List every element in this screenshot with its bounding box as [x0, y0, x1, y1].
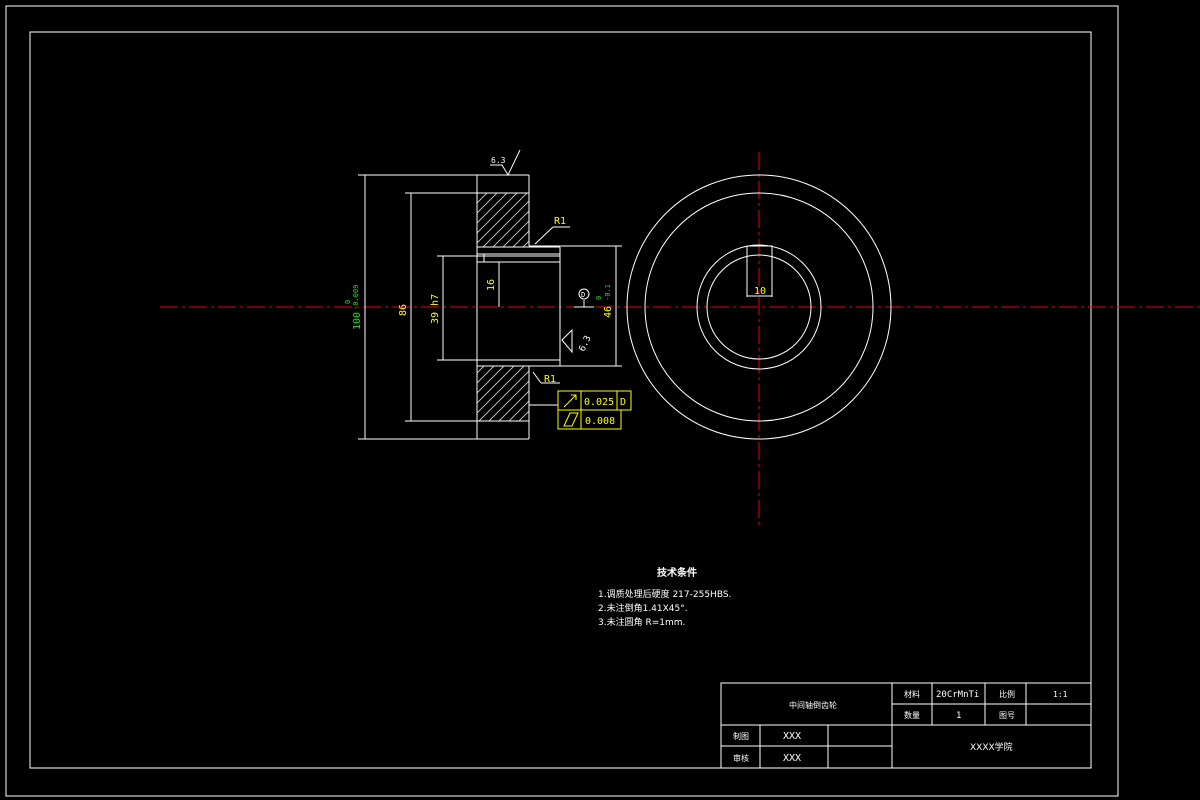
notes-line-2: 2.未注倒角1.41X45°. [598, 602, 688, 614]
outer-frame [5, 5, 1119, 797]
quantity-label: 数量 [904, 710, 920, 720]
dim-outer-tol-lower: -0.009 [352, 285, 360, 310]
roughness-symbol-top [490, 149, 521, 177]
title-block: 中间轴倒齿轮 材料 20CrMnTi 比例 1:1 数量 1 图号 制图 XXX… [720, 682, 1092, 769]
dim-step-tol-upper: 0 [595, 296, 603, 300]
section-hatch-bottom [477, 366, 529, 421]
scale-value: 1:1 [1053, 690, 1068, 699]
notes-title: 技术条件 [657, 566, 697, 579]
dim-hub-diameter: 86 [398, 304, 409, 316]
fillet-label-top: R1 [554, 216, 566, 227]
dim-outer-tol-upper: 0 [344, 300, 352, 304]
drawn-value: XXX [783, 731, 801, 742]
drawn-label: 制图 [733, 731, 749, 741]
tolerance-value-2: 0.008 [585, 416, 615, 427]
inner-frame [29, 31, 1092, 769]
school-name: XXXX学院 [970, 741, 1013, 753]
section-view: 100 0 -0.009 86 39 h7 16 46 0 -0.1 R1 R1… [344, 149, 632, 440]
roughness-value-top: 6.3 [491, 156, 506, 165]
dim-outer-diameter: 100 [352, 312, 363, 330]
scale-label: 比例 [999, 689, 1015, 699]
roughness-value-side: 6.3 [578, 334, 594, 353]
dim-step-tol-lower: -0.1 [604, 284, 612, 301]
tolerance-frame-2: 0.008 [557, 409, 622, 430]
technical-notes: 技术条件 1.调质处理后硬度 217-255HBS. 2.未注倒角1.41X45… [598, 566, 731, 628]
material-label: 材料 [904, 689, 920, 699]
notes-line-1: 1.调质处理后硬度 217-255HBS. [598, 588, 731, 600]
dim-step-diameter: 46 [603, 306, 614, 318]
fillet-label-bottom: R1 [544, 374, 556, 385]
front-view: 10 [626, 174, 892, 440]
checked-label: 审核 [733, 753, 749, 763]
dim-keyway-depth: 16 [486, 279, 497, 291]
material-value: 20CrMnTi [936, 690, 979, 700]
drawing-no-label: 图号 [999, 711, 1015, 720]
datum-label: D [581, 291, 585, 299]
roughness-symbol-side [561, 328, 573, 354]
tolerance-frame-1: 0.025 D [557, 390, 632, 411]
quantity-value: 1 [956, 711, 961, 721]
tolerance-datum-1: D [620, 397, 626, 408]
section-hatch-top [477, 193, 529, 247]
dim-key-width: 10 [754, 286, 766, 297]
notes-line-3: 3.未注圆角 R=1mm. [598, 616, 685, 628]
tolerance-value-1: 0.025 [584, 397, 614, 408]
dim-bore-fit: 39 h7 [430, 294, 441, 324]
part-name: 中间轴倒齿轮 [789, 700, 837, 710]
checked-value: XXX [783, 753, 801, 764]
